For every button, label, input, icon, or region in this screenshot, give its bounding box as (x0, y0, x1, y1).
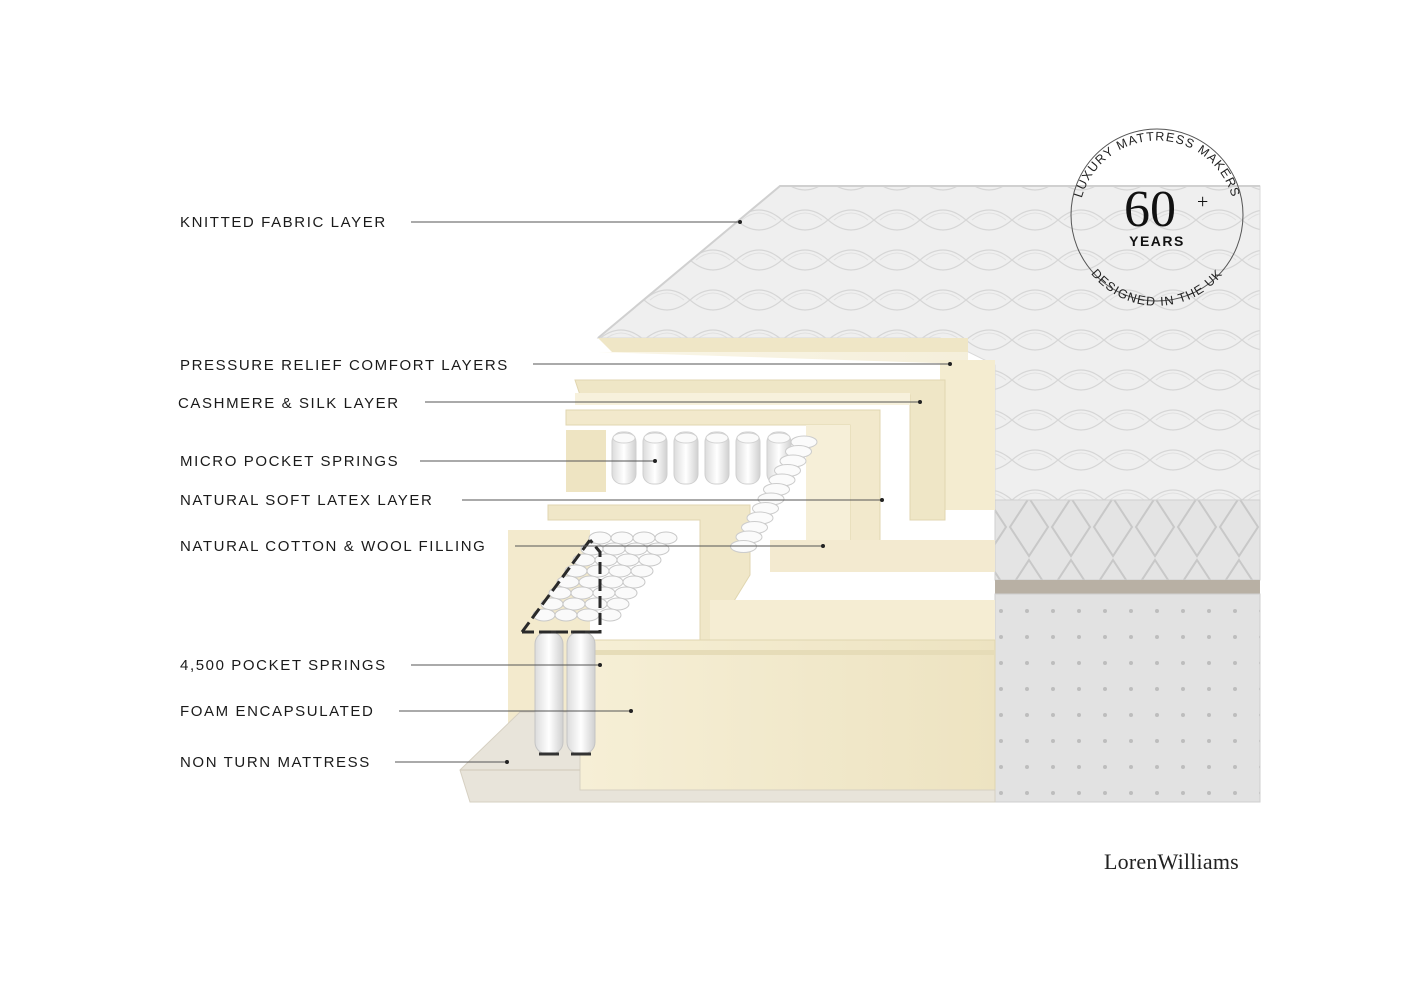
pocket-spring-top (600, 575, 624, 589)
pocket-springs-group (520, 531, 678, 756)
pocket-spring-top (584, 597, 608, 611)
pocket-spring-top (592, 586, 616, 600)
pocket-spring-top (594, 553, 618, 567)
micro-springs-group (611, 431, 792, 485)
pocket-spring-top (630, 564, 654, 578)
pocket-spring-top (602, 542, 626, 556)
micro-spring (611, 431, 637, 485)
pocket-spring-top (622, 575, 646, 589)
leader-dot (505, 760, 509, 764)
leader-dot (738, 220, 742, 224)
pocket-spring-top (614, 586, 638, 600)
pocket-spring-top (608, 564, 632, 578)
brand-wordmark: LorenWilliams (1104, 849, 1239, 874)
pocket-spring-top (586, 564, 610, 578)
label-micro-pocket-springs: MICRO POCKET SPRINGS (180, 453, 400, 470)
leader-lines (395, 220, 952, 764)
diagonal-micro-springs-group (730, 435, 818, 553)
pocket-spring-top (654, 531, 678, 545)
label-knitted-fabric-layer: KNITTED FABRIC LAYER (180, 214, 387, 231)
pocket-spring-top (638, 553, 662, 567)
leader-dot (629, 709, 633, 713)
leader-dot (821, 544, 825, 548)
label-non-turn-mattress: NON TURN MATTRESS (180, 754, 371, 771)
micro-spring (704, 431, 730, 485)
pocket-spring-top (554, 608, 578, 622)
pocket-spring-top (576, 608, 600, 622)
micro-spring (673, 431, 699, 485)
pocket-spring (534, 630, 564, 756)
pocket-spring-top (624, 542, 648, 556)
pocket-spring-top (632, 531, 656, 545)
leader-dot (653, 459, 657, 463)
pocket-spring-top (570, 586, 594, 600)
pocket-spring-top (646, 542, 670, 556)
label-pressure-relief-comfort-layers: PRESSURE RELIEF COMFORT LAYERS (180, 357, 509, 374)
label-cashmere-silk-layer: CASHMERE & SILK LAYER (178, 395, 400, 412)
micro-spring (642, 431, 668, 485)
pocket-spring (566, 630, 596, 756)
label-natural-soft-latex-layer: NATURAL SOFT LATEX LAYER (180, 492, 434, 509)
pocket-spring-top (610, 531, 634, 545)
badge-number: 60 (1124, 181, 1176, 238)
label-natural-cotton-wool-filling: NATURAL COTTON & WOOL FILLING (180, 538, 487, 555)
leader-dot (918, 400, 922, 404)
pocket-spring-top (562, 597, 586, 611)
micro-spring (735, 431, 761, 485)
badge-plus: + (1197, 191, 1208, 213)
label-foam-encapsulated: FOAM ENCAPSULATED (180, 703, 375, 720)
leader-dot (948, 362, 952, 366)
badge-unit: YEARS (1129, 233, 1185, 249)
pocket-spring-top (598, 608, 622, 622)
pocket-spring-top (606, 597, 630, 611)
pocket-spring-top (616, 553, 640, 567)
pocket-spring-top (578, 575, 602, 589)
leader-dot (598, 663, 602, 667)
leader-dot (880, 498, 884, 502)
label-4500-pocket-springs: 4,500 POCKET SPRINGS (180, 657, 387, 674)
